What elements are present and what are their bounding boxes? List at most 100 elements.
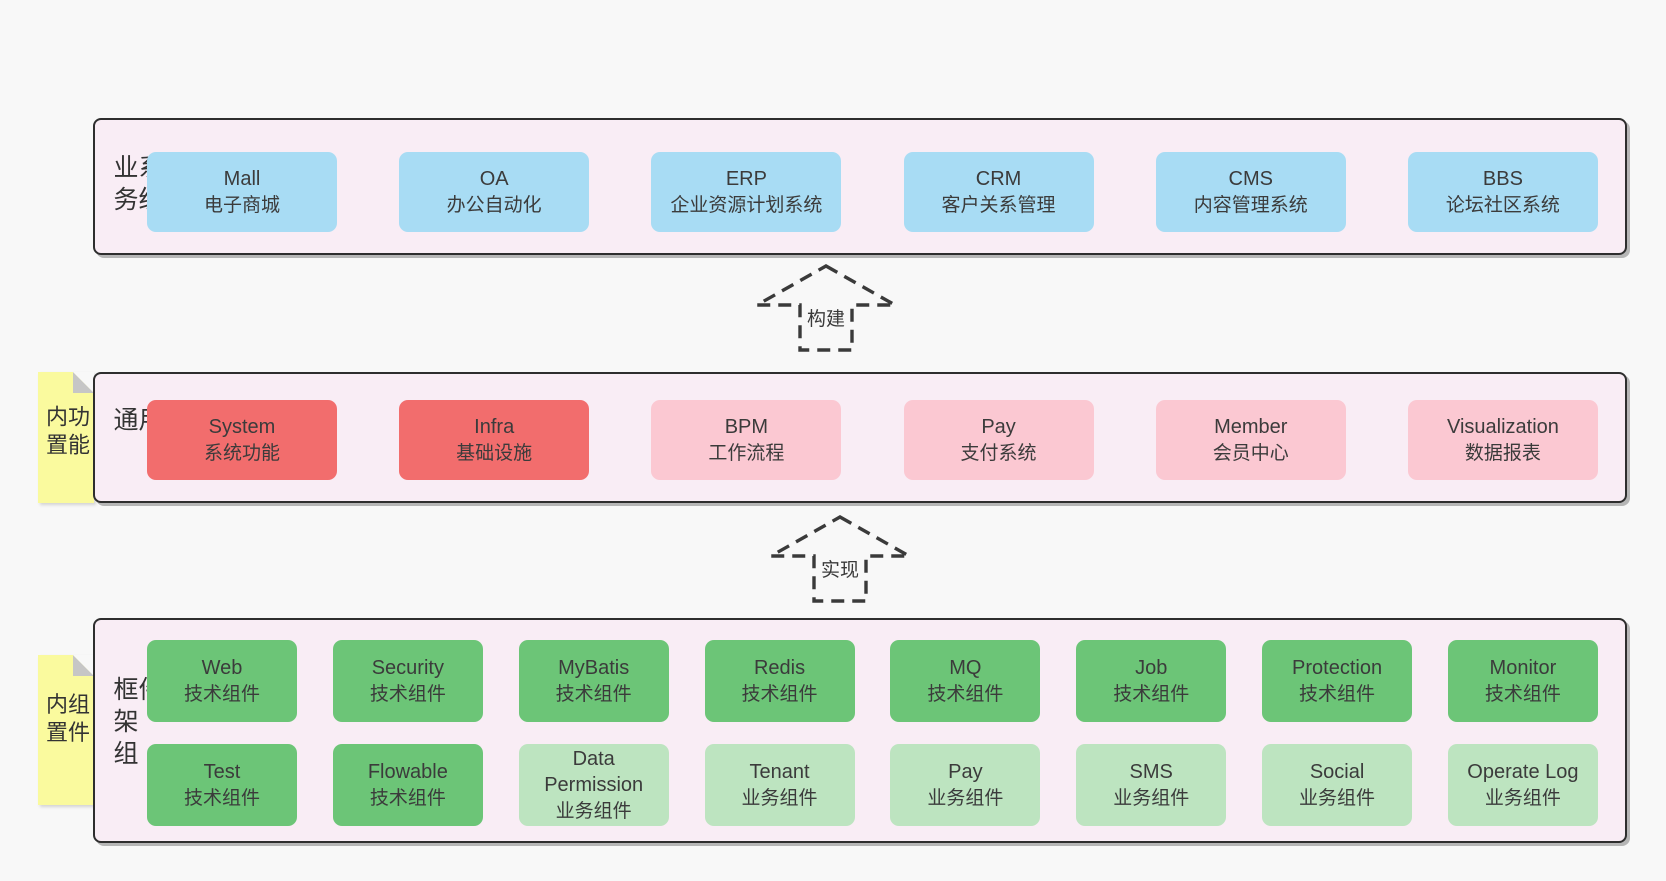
box-mall: Mall 电子商城 bbox=[147, 152, 337, 232]
box-name: MQ bbox=[949, 657, 982, 680]
layer-framework-components: 框架组件 Web 技术组件 Security 技术组件 MyBatis 技术组件… bbox=[93, 618, 1627, 843]
box-test: Test 技术组件 bbox=[147, 744, 297, 826]
box-infra: Infra 基础设施 bbox=[399, 400, 590, 480]
box-subtitle: 技术组件 bbox=[741, 683, 818, 705]
box-name: Security bbox=[371, 657, 444, 680]
box-name: Redis bbox=[753, 657, 806, 680]
box-name: Test bbox=[203, 761, 241, 784]
box-subtitle: 技术组件 bbox=[1484, 683, 1561, 705]
box-name: ERP bbox=[725, 168, 767, 191]
box-subtitle: 业务组件 bbox=[927, 787, 1004, 809]
box-name: Tenant bbox=[749, 761, 810, 784]
box-name: BBS bbox=[1482, 168, 1523, 191]
box-subtitle: 业务组件 bbox=[555, 800, 632, 822]
box-subtitle: 技术组件 bbox=[183, 787, 260, 809]
box-monitor: Monitor 技术组件 bbox=[1447, 640, 1598, 722]
box-subtitle: 技术组件 bbox=[927, 683, 1004, 705]
box-name: CMS bbox=[1228, 168, 1273, 191]
box-name: Monitor bbox=[1489, 657, 1557, 680]
box-social: Social 业务组件 bbox=[1262, 744, 1413, 826]
box-name: SMS bbox=[1129, 761, 1173, 784]
framework-component-row-2: Test 技术组件 Flowable 技术组件 Data Permission … bbox=[147, 744, 1598, 826]
box-mq: MQ 技术组件 bbox=[890, 640, 1041, 722]
box-data-permission: Data Permission 业务组件 bbox=[518, 744, 669, 826]
box-subtitle: 工作流程 bbox=[708, 442, 785, 464]
box-subtitle: 论坛社区系统 bbox=[1445, 194, 1560, 216]
box-name: Visualization bbox=[1446, 416, 1559, 439]
box-visualization: Visualization 数据报表 bbox=[1407, 400, 1598, 480]
box-subtitle: 基础设施 bbox=[456, 442, 533, 464]
box-subtitle: 业务组件 bbox=[1484, 787, 1561, 809]
box-subtitle: 技术组件 bbox=[555, 683, 632, 705]
box-subtitle: 客户关系管理 bbox=[941, 194, 1056, 216]
box-subtitle: 技术组件 bbox=[369, 787, 446, 809]
box-subtitle: 技术组件 bbox=[183, 683, 260, 705]
arrow-build: 构建 bbox=[755, 264, 897, 352]
sticky-note-builtin-components: 内置组件 bbox=[38, 655, 94, 805]
box-protection: Protection 技术组件 bbox=[1262, 640, 1413, 722]
box-name: Infra bbox=[474, 416, 515, 439]
box-member: Member 会员中心 bbox=[1155, 400, 1346, 480]
box-system: System 系统功能 bbox=[147, 400, 337, 480]
box-name: BPM bbox=[724, 416, 769, 439]
box-subtitle: 业务组件 bbox=[741, 787, 818, 809]
box-subtitle: 技术组件 bbox=[1113, 683, 1190, 705]
box-name: CRM bbox=[975, 168, 1022, 191]
box-name: Operate Log bbox=[1467, 761, 1579, 784]
box-pay: Pay 支付系统 bbox=[903, 400, 1094, 480]
box-subtitle: 企业资源计划系统 bbox=[670, 194, 823, 216]
arrow-build-label: 构建 bbox=[806, 309, 845, 330]
box-subtitle: 电子商城 bbox=[203, 194, 280, 216]
box-crm: CRM 客户关系管理 bbox=[903, 152, 1094, 232]
box-bbs: BBS 论坛社区系统 bbox=[1407, 152, 1598, 232]
box-name: Flowable bbox=[367, 761, 448, 784]
box-subtitle: 系统功能 bbox=[203, 442, 280, 464]
box-subtitle: 支付系统 bbox=[960, 442, 1037, 464]
box-name: System bbox=[208, 416, 276, 439]
box-name: Pay bbox=[948, 761, 983, 784]
common-module-boxes: System 系统功能 Infra 基础设施 BPM 工作流程 Pay 支付系统… bbox=[147, 400, 1598, 480]
box-flowable: Flowable 技术组件 bbox=[332, 744, 483, 826]
box-subtitle: 业务组件 bbox=[1299, 787, 1376, 809]
box-cms: CMS 内容管理系统 bbox=[1155, 152, 1346, 232]
box-subtitle: 技术组件 bbox=[1299, 683, 1376, 705]
box-name: Pay bbox=[981, 416, 1016, 439]
box-name: MyBatis bbox=[558, 657, 630, 680]
box-name: Job bbox=[1135, 657, 1168, 680]
box-subtitle: 数据报表 bbox=[1464, 442, 1541, 464]
box-subtitle: 办公自动化 bbox=[446, 194, 542, 216]
box-operate-log: Operate Log 业务组件 bbox=[1447, 744, 1598, 826]
layer-common-modules: 通用模块 System 系统功能 Infra 基础设施 BPM 工作流程 Pay… bbox=[93, 372, 1627, 503]
box-name: Mall bbox=[223, 168, 261, 191]
box-subtitle: 技术组件 bbox=[369, 683, 446, 705]
sticky-note-builtin-features: 内置功能 bbox=[38, 372, 94, 503]
up-arrow-icon bbox=[755, 264, 897, 352]
box-name: OA bbox=[479, 168, 509, 191]
box-web: Web 技术组件 bbox=[147, 640, 297, 722]
arrow-implement-label: 实现 bbox=[820, 560, 859, 581]
business-system-boxes: Mall 电子商城 OA 办公自动化 ERP 企业资源计划系统 CRM 客户关系… bbox=[147, 152, 1598, 232]
box-job: Job 技术组件 bbox=[1076, 640, 1227, 722]
layer-business-systems: 业务系统 Mall 电子商城 OA 办公自动化 ERP 企业资源计划系统 CRM… bbox=[93, 118, 1627, 255]
box-name: Data Permission bbox=[544, 748, 644, 797]
up-arrow-icon bbox=[769, 515, 911, 603]
box-subtitle: 会员中心 bbox=[1212, 442, 1289, 464]
box-tenant: Tenant 业务组件 bbox=[704, 744, 855, 826]
box-sms: SMS 业务组件 bbox=[1076, 744, 1227, 826]
box-bpm: BPM 工作流程 bbox=[651, 400, 842, 480]
box-pay-component: Pay 业务组件 bbox=[890, 744, 1041, 826]
box-mybatis: MyBatis 技术组件 bbox=[518, 640, 669, 722]
box-erp: ERP 企业资源计划系统 bbox=[651, 152, 842, 232]
framework-component-row-1: Web 技术组件 Security 技术组件 MyBatis 技术组件 Redi… bbox=[147, 640, 1598, 722]
box-redis: Redis 技术组件 bbox=[704, 640, 855, 722]
box-name: Social bbox=[1309, 761, 1365, 784]
box-subtitle: 业务组件 bbox=[1113, 787, 1190, 809]
box-name: Member bbox=[1214, 416, 1288, 439]
box-name: Web bbox=[201, 657, 243, 680]
arrow-implement: 实现 bbox=[769, 515, 911, 603]
note-text: 内置功能 bbox=[43, 404, 90, 461]
box-name: Protection bbox=[1292, 657, 1383, 680]
box-subtitle: 内容管理系统 bbox=[1193, 194, 1308, 216]
box-oa: OA 办公自动化 bbox=[399, 152, 590, 232]
